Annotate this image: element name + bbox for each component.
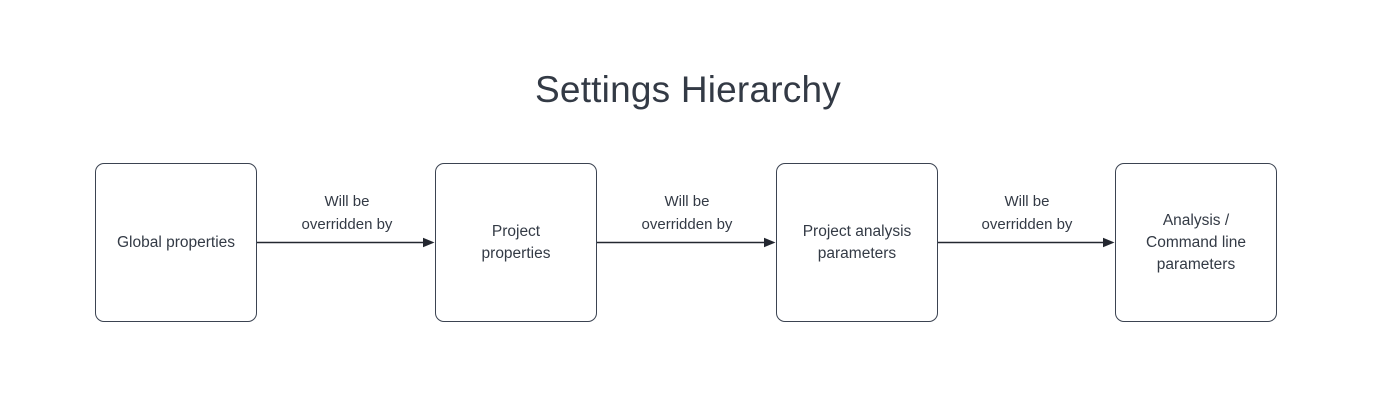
edge-global-to-project — [257, 237, 435, 248]
edge-project-to-analysis — [597, 237, 776, 248]
node-analysis-command-line-parameters[interactable]: Analysis / Command line parameters — [1115, 163, 1277, 322]
edge-label-project-to-analysis: Will be overridden by — [641, 193, 733, 233]
node-project-analysis-parameters[interactable]: Project analysis parameters — [776, 163, 938, 322]
node-label: Project analysis parameters — [802, 222, 912, 262]
page-title: Settings Hierarchy — [535, 69, 841, 110]
node-label: Global properties — [116, 233, 236, 251]
node-label: Project properties — [481, 222, 551, 262]
edge-label-analysis-to-cmdline: Will be overridden by — [981, 193, 1073, 233]
node-label: Analysis / Command line parameters — [1146, 211, 1246, 273]
edge-analysis-to-cmdline — [937, 237, 1115, 248]
edge-label-global-to-project: Will be overridden by — [301, 193, 393, 233]
node-global-properties[interactable]: Global properties — [95, 163, 257, 322]
node-project-properties[interactable]: Project properties — [435, 163, 597, 322]
